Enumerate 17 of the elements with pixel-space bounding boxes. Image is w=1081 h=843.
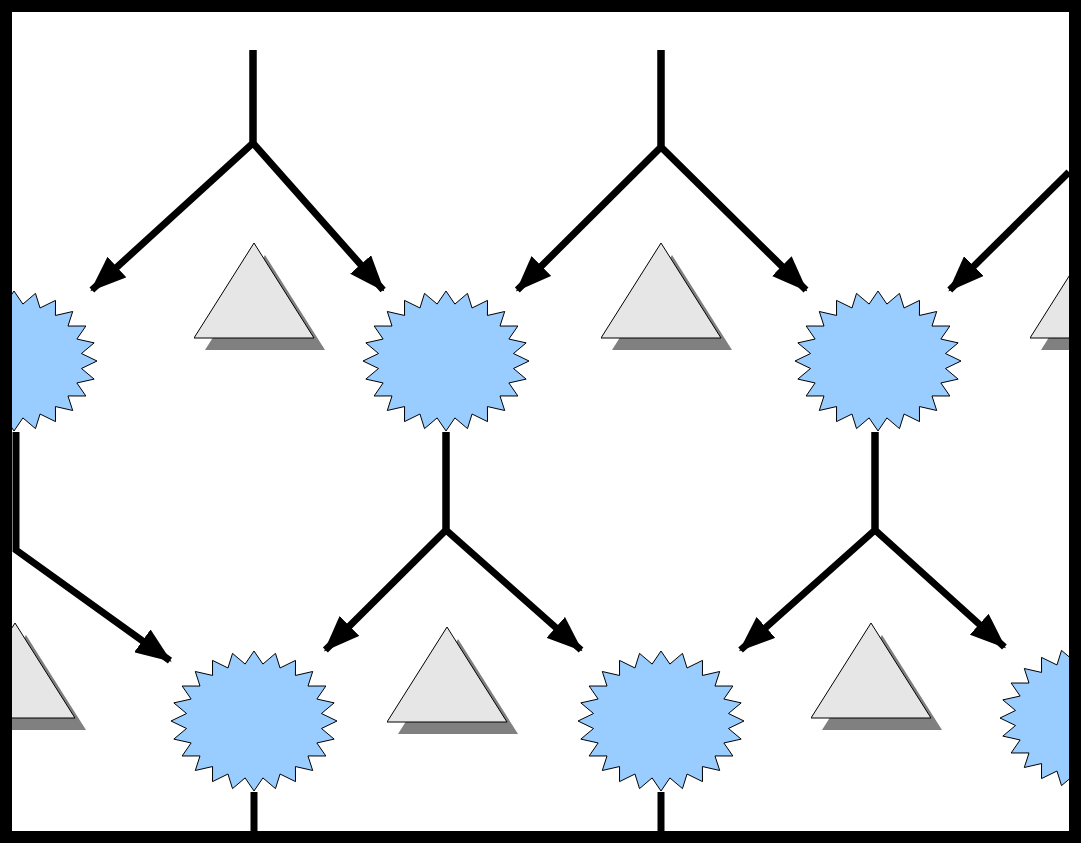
starburst-shape: [577, 650, 745, 792]
triangle-shape: [12, 623, 88, 731]
triangle-shape: [387, 627, 520, 735]
arrow: [871, 432, 1007, 650]
starburst-shape: [999, 647, 1069, 789]
connector-line: [657, 792, 665, 831]
arrow: [442, 432, 584, 653]
starburst-shape: [12, 290, 98, 432]
starburst-shape: [362, 290, 530, 432]
starburst-shape: [794, 290, 962, 432]
starburst-shape: [170, 650, 338, 792]
triangle-shape: [811, 623, 944, 731]
triangle-shape: [194, 243, 327, 351]
triangle-shape: [601, 243, 734, 351]
connector-line: [250, 792, 258, 831]
arrow: [12, 432, 173, 664]
arrow: [947, 169, 1072, 293]
